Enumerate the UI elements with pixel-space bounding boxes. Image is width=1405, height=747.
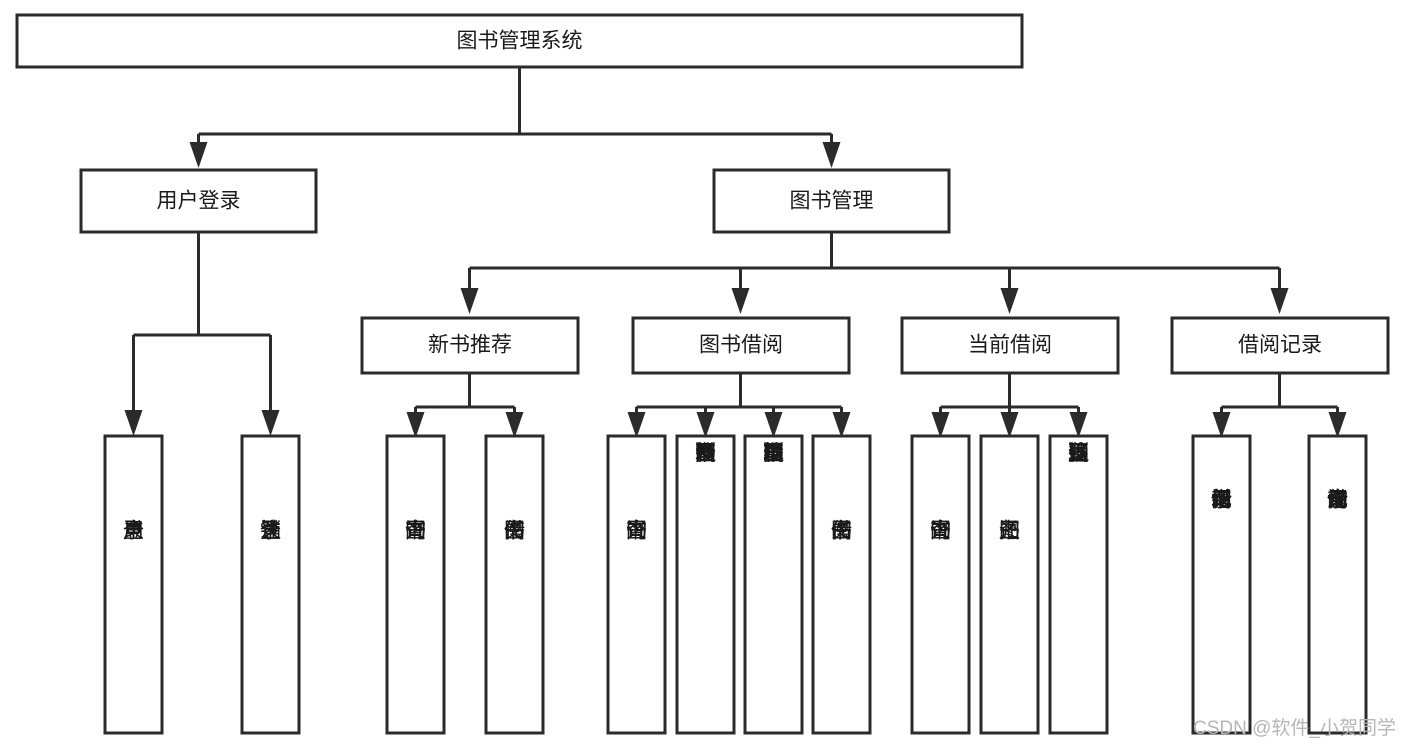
node-root-book-management-system[interactable]: 图书管理系统: [15, 13, 1024, 69]
leaf-label: 查询图书: [930, 520, 951, 543]
arrow-user-login-leaf-1: [124, 410, 143, 436]
book-borrow-node-label: 图书借阅: [699, 334, 783, 357]
borrow-records-node-box[interactable]: [1170, 316, 1390, 375]
root-node-label: 图书管理系统: [457, 30, 583, 53]
leaf-box[interactable]: [1307, 434, 1368, 735]
leaf-book-borrow-edit-book-admin[interactable]: 编辑图书（管理员）: [743, 434, 804, 735]
leaf-borrow-records-query-record[interactable]: 查询借阅记录: [1307, 434, 1368, 735]
leaf-book-borrow-query-books[interactable]: 查询图书: [606, 434, 667, 735]
arrow-new-book-leaf-2: [505, 412, 524, 438]
borrow-records-node-label: 借阅记录: [1238, 334, 1322, 357]
arrow-book-borrow-leaf-4: [832, 412, 851, 438]
book-management-node-box[interactable]: [712, 168, 951, 234]
node-current-borrow[interactable]: 当前借阅: [900, 316, 1120, 375]
leaf-box[interactable]: [1048, 434, 1109, 735]
leaf-label: 注销登录: [260, 520, 281, 543]
arrow-new-book-leaf-1: [406, 412, 425, 438]
leaf-current-borrow-confirm-return-admin[interactable]: 确认归还（管理员）: [1048, 434, 1109, 735]
arrow-current-borrow-leaf-2: [1000, 412, 1019, 438]
node-book-management[interactable]: 图书管理: [712, 168, 951, 234]
arrow-root-to-user-login: [189, 142, 208, 168]
leaf-label: 查询图书: [626, 520, 647, 543]
new-book-recommend-node-label: 新书推荐: [428, 334, 512, 357]
leaf-box[interactable]: [385, 434, 446, 735]
arrow-to-current-borrow: [1000, 288, 1019, 314]
leaf-box[interactable]: [240, 434, 301, 735]
arrow-borrow-records-leaf-2: [1328, 412, 1347, 438]
node-borrow-records[interactable]: 借阅记录: [1170, 316, 1390, 375]
leaf-box[interactable]: [484, 434, 545, 735]
current-borrow-node-label: 当前借阅: [968, 334, 1052, 357]
leaf-label: 用户登录: [123, 520, 144, 543]
leaf-book-borrow-borrow-books[interactable]: 借阅图书: [811, 434, 872, 735]
leaf-label: 新增借阅记录: [1211, 489, 1232, 512]
leaf-label: 借阅图书: [831, 520, 852, 543]
leaf-label: 查询借阅记录: [1327, 489, 1348, 512]
user-login-node-label: 用户登录: [157, 190, 241, 213]
leaf-box[interactable]: [979, 434, 1040, 735]
arrow-to-borrow-records: [1270, 288, 1289, 314]
leaf-user-login-login[interactable]: 用户登录: [103, 434, 164, 735]
leaf-user-login-logout[interactable]: 注销登录: [240, 434, 301, 735]
csdn-watermark: CSDN @软件_小贺同学: [1193, 717, 1396, 739]
arrow-to-book-borrow: [731, 288, 750, 314]
leaf-new-book-borrow-books[interactable]: 借阅图书: [484, 434, 545, 735]
leaf-box[interactable]: [675, 434, 736, 735]
leaf-box[interactable]: [910, 434, 971, 735]
arrow-current-borrow-leaf-1: [931, 412, 950, 438]
arrow-book-borrow-leaf-2: [696, 412, 715, 438]
book-borrow-node-box[interactable]: [631, 316, 851, 375]
connector-layer: [124, 67, 1347, 438]
leaf-box[interactable]: [103, 434, 164, 735]
leaf-label: 归还图书: [999, 520, 1020, 543]
leaf-current-borrow-return-books[interactable]: 归还图书: [979, 434, 1040, 735]
arrow-current-borrow-leaf-3: [1069, 412, 1088, 438]
current-borrow-node-box[interactable]: [900, 316, 1120, 375]
leaf-label: 编辑图书（管理员）: [763, 442, 784, 465]
user-login-node-box[interactable]: [79, 168, 318, 234]
book-management-node-label: 图书管理: [790, 190, 874, 213]
leaf-new-book-query-books[interactable]: 查询图书: [385, 434, 446, 735]
arrow-book-borrow-leaf-3: [764, 412, 783, 438]
leaf-box[interactable]: [606, 434, 667, 735]
node-new-book-recommend[interactable]: 新书推荐: [360, 316, 580, 375]
new-book-recommend-node-box[interactable]: [360, 316, 580, 375]
node-user-login[interactable]: 用户登录: [79, 168, 318, 234]
arrow-borrow-records-leaf-1: [1212, 412, 1231, 438]
arrow-book-borrow-leaf-1: [627, 412, 646, 438]
leaf-current-borrow-query-books[interactable]: 查询图书: [910, 434, 971, 735]
leaf-box[interactable]: [1191, 434, 1252, 735]
leaf-box[interactable]: [743, 434, 804, 735]
leaf-label: 新增图书（管理员）: [695, 442, 716, 465]
arrow-root-to-book-mgmt: [822, 142, 841, 168]
arrow-user-login-leaf-2: [261, 410, 280, 436]
leaf-book-borrow-add-book-admin[interactable]: 新增图书（管理员）: [675, 434, 736, 735]
leaf-label: 确认归还（管理员）: [1068, 442, 1089, 465]
leaf-box[interactable]: [811, 434, 872, 735]
root-node-box[interactable]: [15, 13, 1024, 69]
leaf-label: 借阅图书: [504, 520, 525, 543]
leaf-borrow-records-add-record[interactable]: 新增借阅记录: [1191, 434, 1252, 735]
leaf-label: 查询图书: [405, 520, 426, 543]
arrow-to-new-book-recommend: [460, 288, 479, 314]
node-book-borrow[interactable]: 图书借阅: [631, 316, 851, 375]
